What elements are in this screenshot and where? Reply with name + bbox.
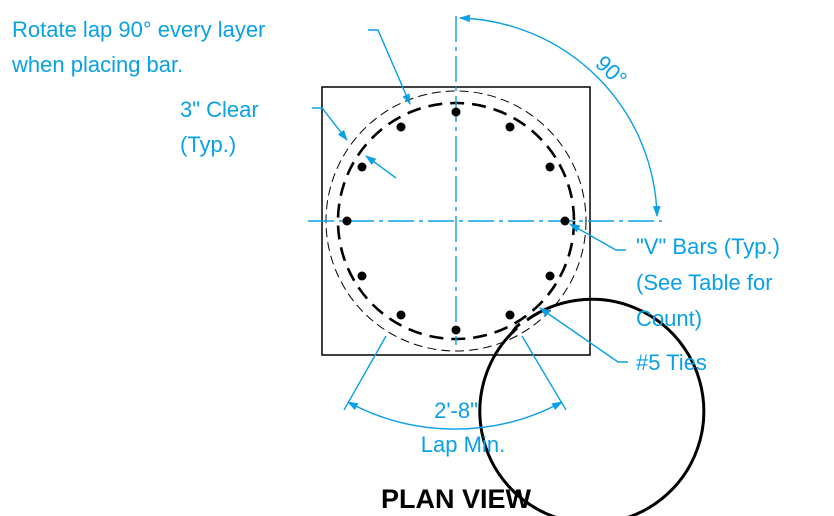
v-bar <box>396 122 406 132</box>
lap-dimension-value: 2'-8" <box>434 398 478 423</box>
ties-leader <box>539 307 628 363</box>
lap-extension-right <box>521 335 567 411</box>
angle-label: 90° <box>591 50 632 91</box>
rotate-lap-note-line1: Rotate lap 90° every layer <box>12 17 265 42</box>
angle-arc <box>458 14 661 218</box>
v-bars-note-line2: (See Table for <box>636 270 773 295</box>
plan-view-title: PLAN VIEW <box>381 484 532 514</box>
rotate-lap-leader <box>368 29 411 106</box>
v-bar <box>357 271 367 281</box>
v-bar <box>342 216 352 226</box>
clear-leader-inner <box>365 155 397 179</box>
clear-leader-outer <box>312 107 348 141</box>
v-bar <box>451 325 461 335</box>
v-bar <box>396 310 406 320</box>
v-bar <box>357 162 367 172</box>
clear-note-line2: (Typ.) <box>180 132 236 157</box>
lap-dimension-arc <box>347 401 563 430</box>
clear-note-line1: 3" Clear <box>180 97 259 122</box>
v-bars-note-line3: Count) <box>636 306 702 331</box>
rotate-lap-note-line2: when placing bar. <box>11 52 183 77</box>
ties-note: #5 Ties <box>636 350 707 375</box>
v-bar <box>505 122 515 132</box>
lap-dimension-label: Lap Min. <box>421 432 505 457</box>
lap-extension-left <box>343 335 387 411</box>
v-bar <box>451 107 461 117</box>
v-bars-note-line1: "V" Bars (Typ.) <box>636 234 780 259</box>
v-bars-leader <box>569 223 626 251</box>
v-bar <box>560 216 570 226</box>
v-bar <box>545 271 555 281</box>
v-bar <box>505 310 515 320</box>
tie-circle <box>478 297 706 516</box>
v-bar <box>545 162 555 172</box>
